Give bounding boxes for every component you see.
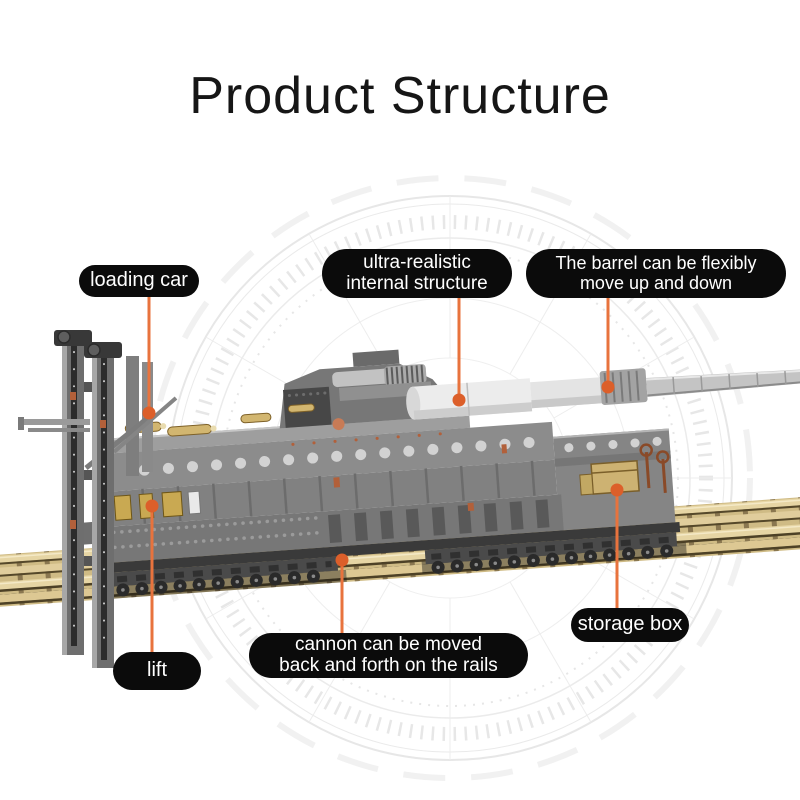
leader-barrel: [601, 297, 615, 394]
leader-dot: [335, 553, 349, 567]
lift-fork: [18, 417, 90, 432]
lift-towers: [18, 330, 178, 668]
brake-wheels: [639, 443, 670, 494]
page-title: Product Structure: [189, 67, 611, 125]
leader-dot: [601, 380, 615, 394]
callout-label-line1: cannon can be moved: [295, 634, 482, 656]
leader-dot: [452, 393, 466, 407]
leader-storage-box: [610, 483, 624, 610]
callout-label-line1: ultra-realistic: [363, 252, 471, 274]
callout-loading-car: loading car: [79, 265, 199, 297]
callout-internal-structure: ultra-realistic internal structure: [322, 249, 512, 298]
leader-loading-car: [142, 297, 156, 420]
callout-label: loading car: [90, 269, 188, 292]
callout-barrel: The barrel can be flexibly move up and d…: [526, 249, 786, 298]
callout-label: storage box: [577, 613, 683, 636]
callout-label: lift: [147, 659, 167, 682]
storage-box: [579, 460, 640, 496]
winch-caps: [54, 330, 122, 358]
bogies: [109, 532, 678, 597]
callout-leaders: [142, 297, 624, 653]
callout-storage-box: storage box: [571, 608, 689, 642]
callout-label-line2: back and forth on the rails: [279, 654, 498, 676]
callout-label-line2: internal structure: [346, 272, 488, 294]
leader-internal-structure: [452, 297, 466, 407]
gun-barrel: [406, 367, 800, 420]
callout-lift: lift: [113, 652, 201, 690]
hull: [81, 412, 681, 574]
callout-label-line1: The barrel can be flexibly: [555, 253, 757, 274]
leader-lift: [145, 499, 159, 653]
leader-dot: [142, 406, 156, 420]
leader-cannon-rails: [335, 553, 349, 635]
callout-cannon-rails: cannon can be moved back and forth on th…: [249, 633, 528, 678]
leader-dot: [610, 483, 624, 497]
leader-dot: [145, 499, 159, 513]
railway-gun-model: [81, 349, 800, 597]
callout-label-line2: move up and down: [579, 272, 733, 293]
